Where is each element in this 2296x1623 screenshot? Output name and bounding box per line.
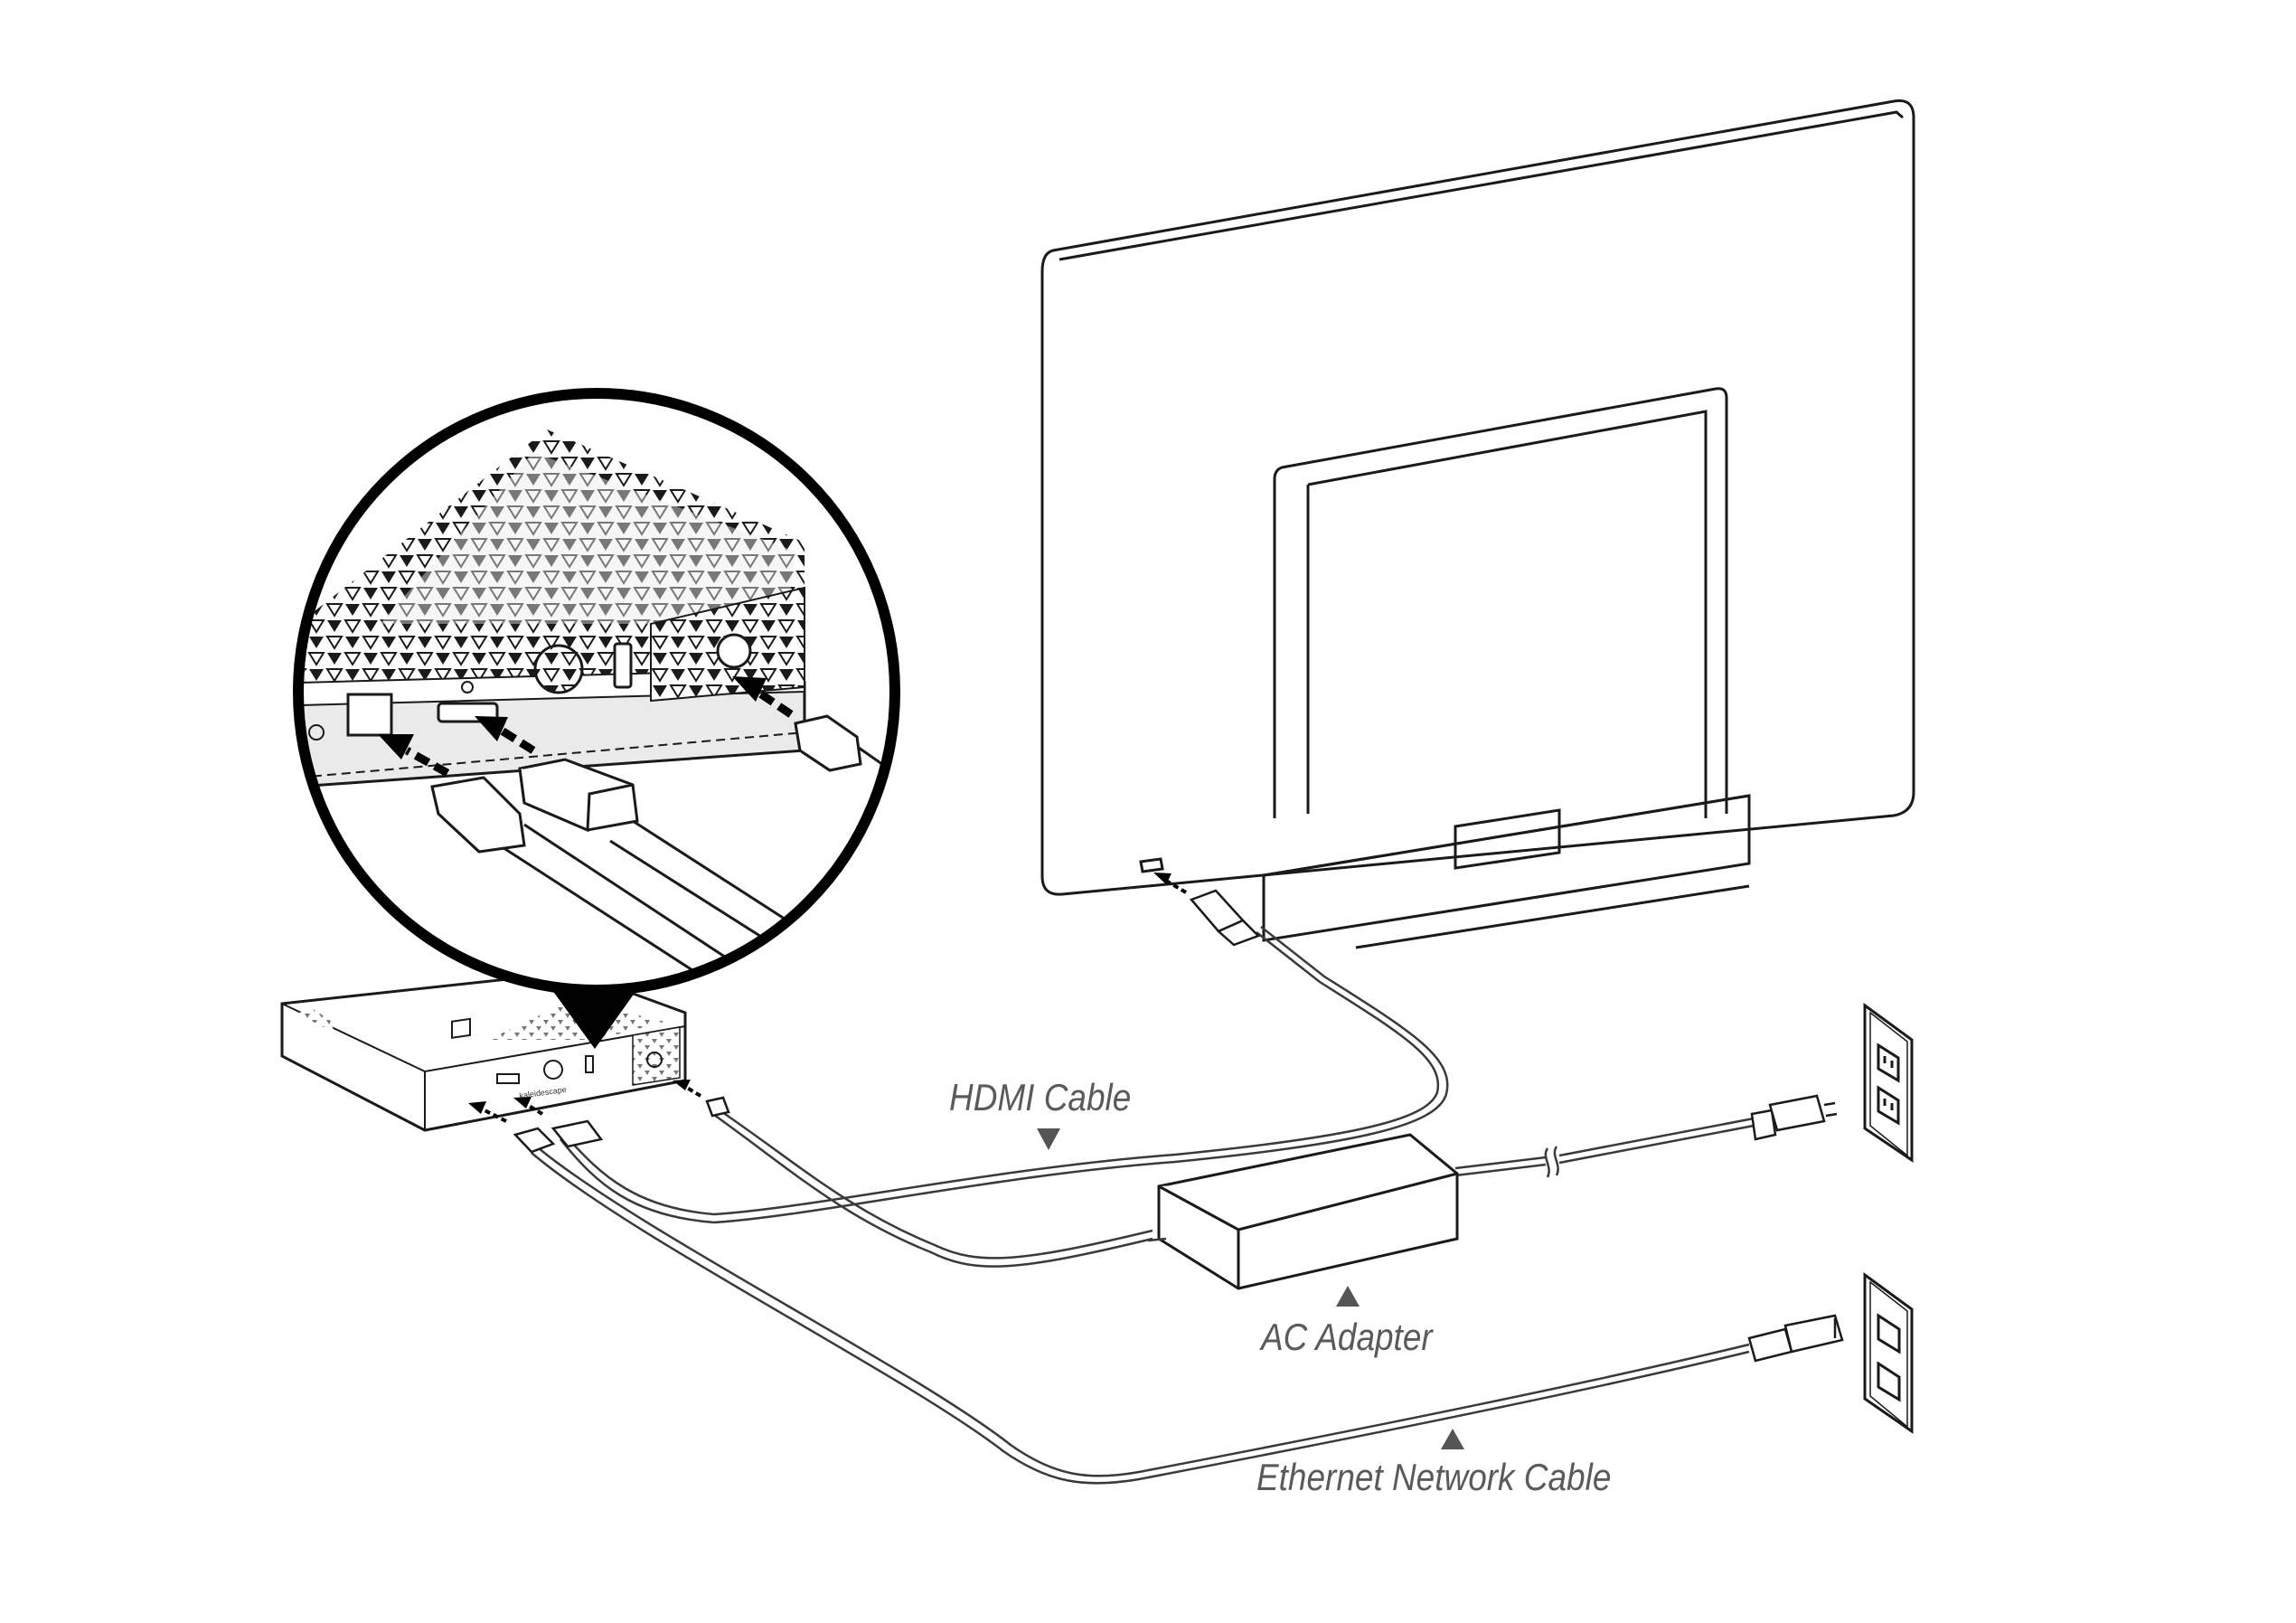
tv-stand-neck: [1273, 387, 1728, 818]
tv-stand-neck-base: [1454, 808, 1561, 870]
power-plug: [1750, 1094, 1838, 1141]
media-box-arrowheads: [468, 1080, 691, 1114]
tv-back-inner: [1059, 110, 1904, 261]
zoomed-usb-port: [613, 642, 633, 689]
hdmi-cable-label: HDMI Cable: [949, 1076, 1132, 1118]
television: [1040, 99, 1915, 949]
hdmi-arrow-tv: [1153, 873, 1188, 894]
ethernet-label-marker: [1441, 1429, 1464, 1449]
ac-adapter: [1157, 1133, 1459, 1290]
ac-label-marker: [1336, 1286, 1360, 1307]
media-box-plugs: [513, 1096, 730, 1154]
ac-adapter-cable-stub: [1147, 1237, 1167, 1242]
tv-hdmi-port: [1139, 857, 1164, 873]
hdmi-plug-tv: [1189, 889, 1261, 947]
power-outlet: [1863, 1003, 1914, 1163]
zoomed-ethernet-port: [346, 693, 393, 737]
zoomed-hdmi-plug: [518, 758, 639, 833]
network-outlet: [1863, 1272, 1914, 1434]
ethernet-plug-wall: [1747, 1314, 1844, 1363]
power-cable: [713, 1109, 1755, 1268]
callout-magnifier: [293, 388, 900, 996]
callout-pointer: [542, 977, 646, 1049]
tv-panel: [1040, 99, 1915, 896]
ethernet-cable: [531, 1147, 1750, 1485]
zoomed-power-port: [716, 633, 752, 669]
zoomed-ethernet-plug: [430, 776, 526, 854]
hdmi-cable: [560, 926, 1449, 1224]
zoomed-power-plug: [794, 714, 862, 772]
hdmi-label-marker: [1037, 1128, 1060, 1150]
media-box-arrows: [478, 1083, 702, 1123]
ethernet-cable-label: Ethernet Network Cable: [1256, 1456, 1612, 1498]
ac-adapter-label: AC Adapter: [1261, 1316, 1433, 1358]
zoomed-fan-vent: [533, 644, 584, 694]
